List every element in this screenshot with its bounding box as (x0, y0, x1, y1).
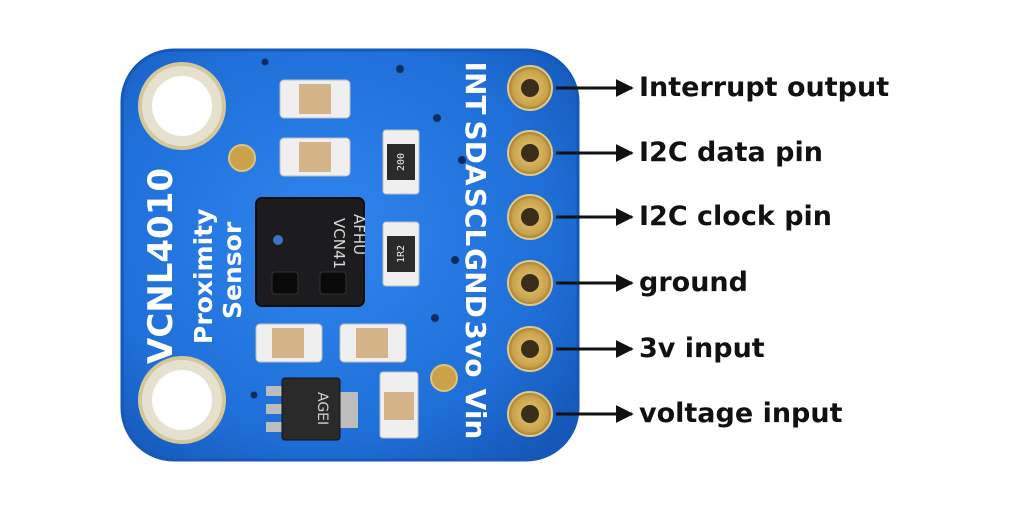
capacitor-vin (379, 371, 419, 439)
pin-label-vin: voltage input (639, 398, 843, 429)
header-pad-3vo (507, 326, 553, 372)
pin-label-int: Interrupt output (639, 72, 890, 103)
header-pad-vin (507, 391, 553, 437)
capacitor-bottom-1 (255, 323, 323, 363)
capacitor-top-1 (279, 79, 351, 119)
pin-silk-scl: SCL (459, 188, 492, 247)
resistor-1 (382, 129, 420, 195)
chip-marking-line1: VCN41 (330, 218, 348, 269)
name-silk-line1: Proximity (189, 209, 218, 344)
resistor-1-marking: 200 (396, 153, 407, 171)
header-pad-gnd (507, 260, 553, 306)
pin-silk-vin: Vin (459, 389, 492, 440)
vias (250, 58, 466, 399)
pin-silk-3vo: 3vo (459, 321, 492, 378)
pin-silk-gnd: GND (459, 248, 492, 318)
regulator-marking: AGEI (314, 392, 330, 425)
header-pad-scl (507, 194, 553, 240)
resistor-2 (382, 221, 420, 287)
header-pad-int (507, 65, 553, 111)
pin-label-3vo: 3v input (639, 333, 765, 364)
pin-label-scl: I2C clock pin (639, 201, 833, 232)
fiducial-upper (228, 144, 256, 172)
sensor-chip (255, 197, 365, 307)
mounting-hole-top (138, 62, 226, 150)
voltage-regulator (266, 377, 358, 441)
name-silk-line2: Sensor (218, 221, 247, 319)
model-silk-text: VCNL4010 (141, 168, 181, 364)
pin-label-gnd: ground (639, 267, 748, 298)
chip-marking-line2: AFHU (350, 214, 368, 255)
capacitor-bottom-2 (339, 323, 407, 363)
header-pad-sda (507, 130, 553, 176)
mounting-hole-bottom (138, 356, 226, 444)
resistor-2-marking: 1R2 (396, 245, 407, 263)
fiducial-lower (430, 364, 458, 392)
capacitor-top-2 (279, 137, 351, 177)
pin-silk-int: INT (459, 62, 492, 115)
pin-label-sda: I2C data pin (639, 137, 823, 168)
pin-silk-sda: SDA (459, 120, 492, 185)
